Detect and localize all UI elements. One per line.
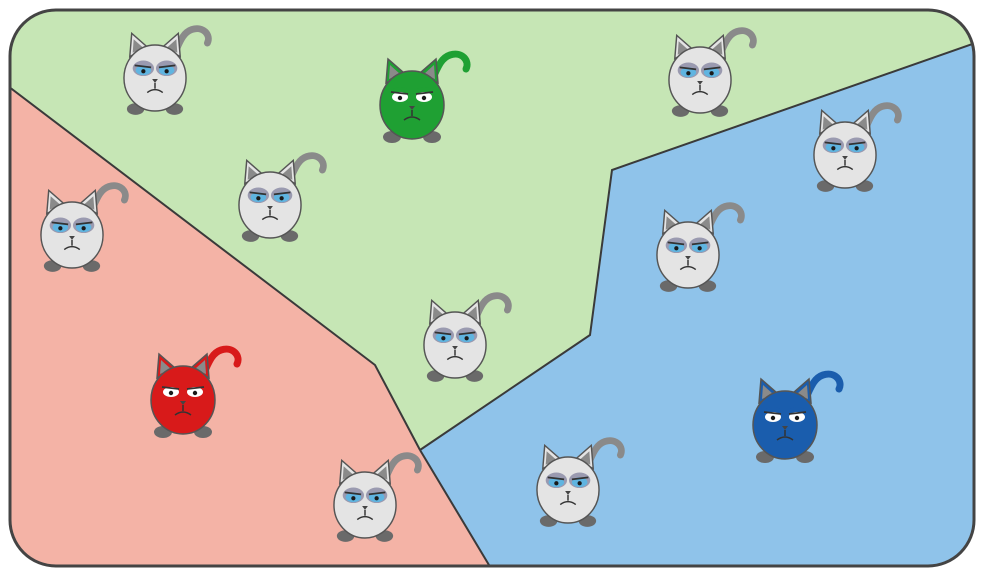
voronoi-cat-diagram: [0, 0, 984, 570]
diagram-canvas: [0, 0, 984, 570]
